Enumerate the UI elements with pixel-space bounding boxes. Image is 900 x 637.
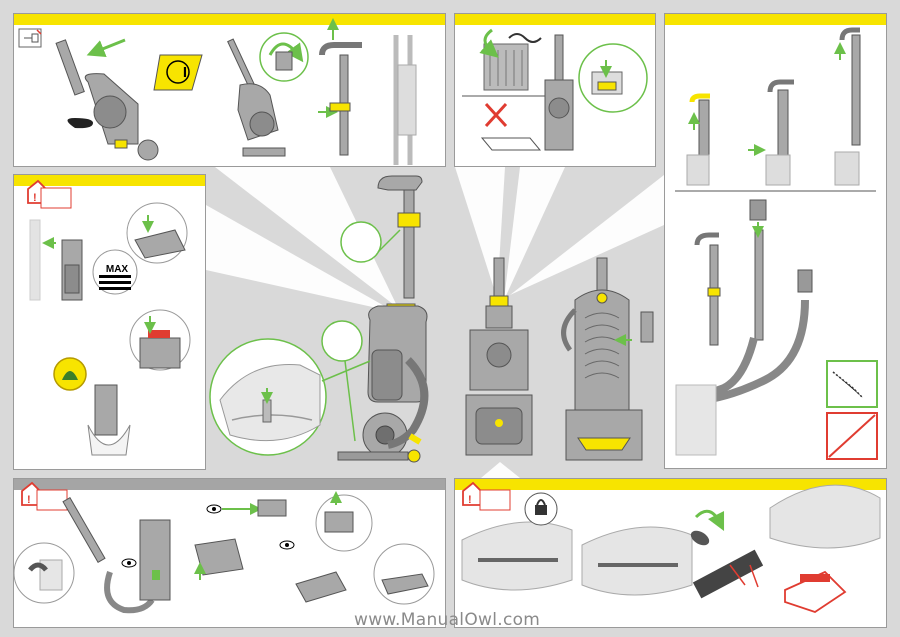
watermark: www.ManualOwl.com — [354, 610, 541, 630]
lock-icon — [535, 505, 547, 515]
svg-text:!: ! — [27, 494, 31, 506]
panel-header-bar — [455, 479, 886, 490]
step-wash-filter — [462, 28, 648, 151]
vacuum-back-view — [561, 257, 654, 461]
step-power-on — [18, 28, 203, 161]
zoom-detail-hose-release — [219, 363, 321, 442]
step-wand-stages — [675, 27, 876, 192]
panel-header-bar — [665, 14, 886, 25]
step-empty-bin: ! — [27, 179, 191, 456]
panel-header-bar — [455, 14, 655, 25]
vacuum-side-view — [337, 175, 429, 463]
panel-header-bar — [14, 479, 445, 490]
eye-icon — [121, 558, 137, 568]
panel-header-bar — [14, 175, 205, 186]
panel-header-bar — [14, 14, 445, 25]
callout-rays — [206, 167, 664, 478]
svg-text:!: ! — [33, 192, 37, 204]
footprint-icon — [67, 118, 93, 129]
power-switch-label: I — [182, 64, 188, 81]
step-lift-wand — [318, 18, 417, 165]
svg-text:!: ! — [468, 494, 472, 506]
step-hose-attach — [675, 199, 878, 460]
step-check-blockages: ! — [13, 481, 435, 614]
step-release-wand — [227, 32, 309, 157]
panel-power-and-wand — [13, 13, 446, 167]
vacuum-front-view — [465, 257, 533, 456]
cross-icon — [484, 102, 508, 128]
max-fill-label: MAX — [105, 264, 129, 275]
step-clean-brushbar: ! — [461, 481, 881, 613]
